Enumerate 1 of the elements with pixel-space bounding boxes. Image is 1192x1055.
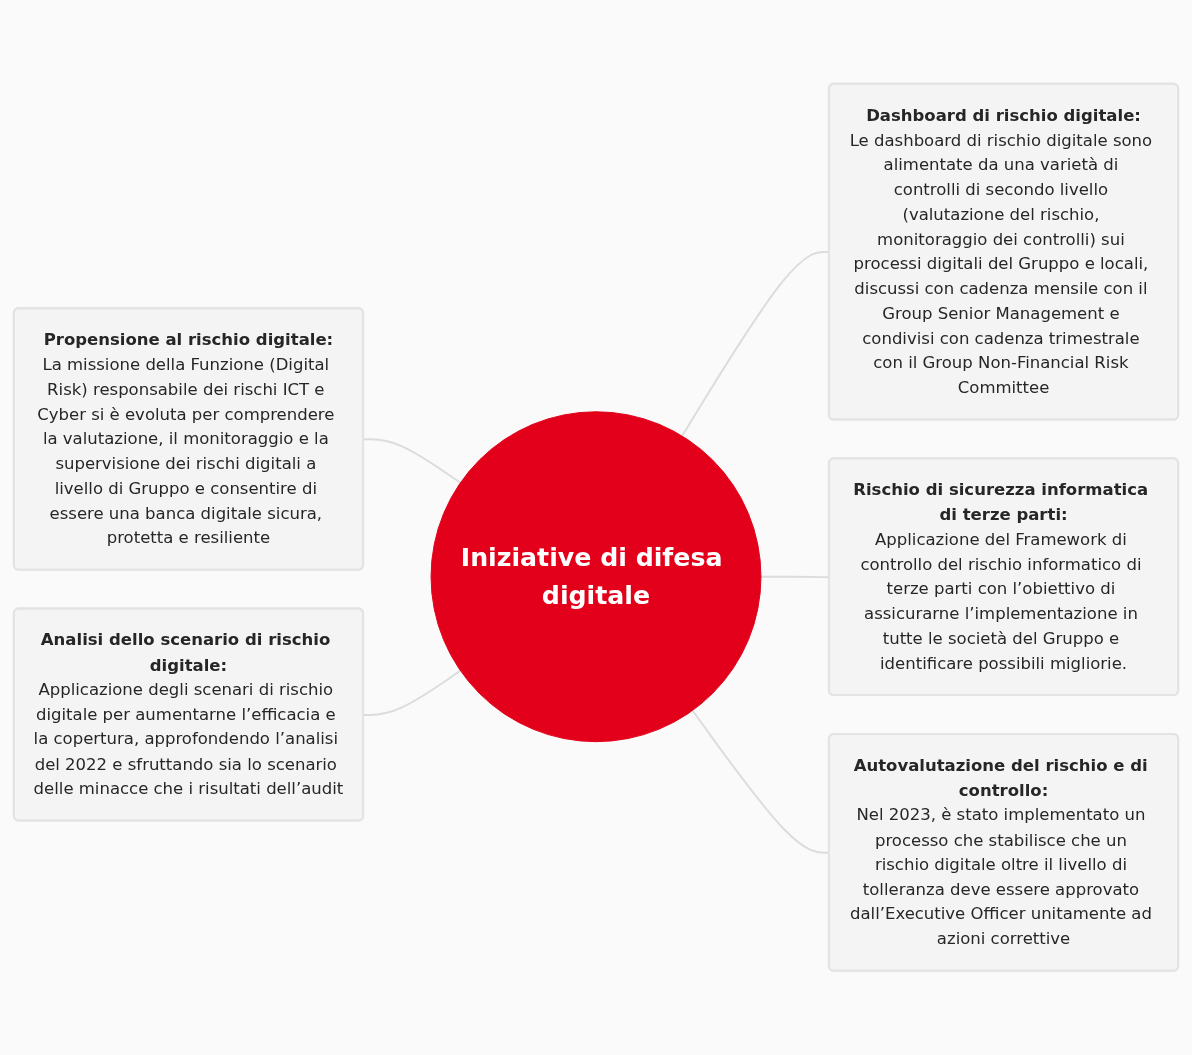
node-circle: Iniziative di difesa digitale (430, 411, 762, 743)
